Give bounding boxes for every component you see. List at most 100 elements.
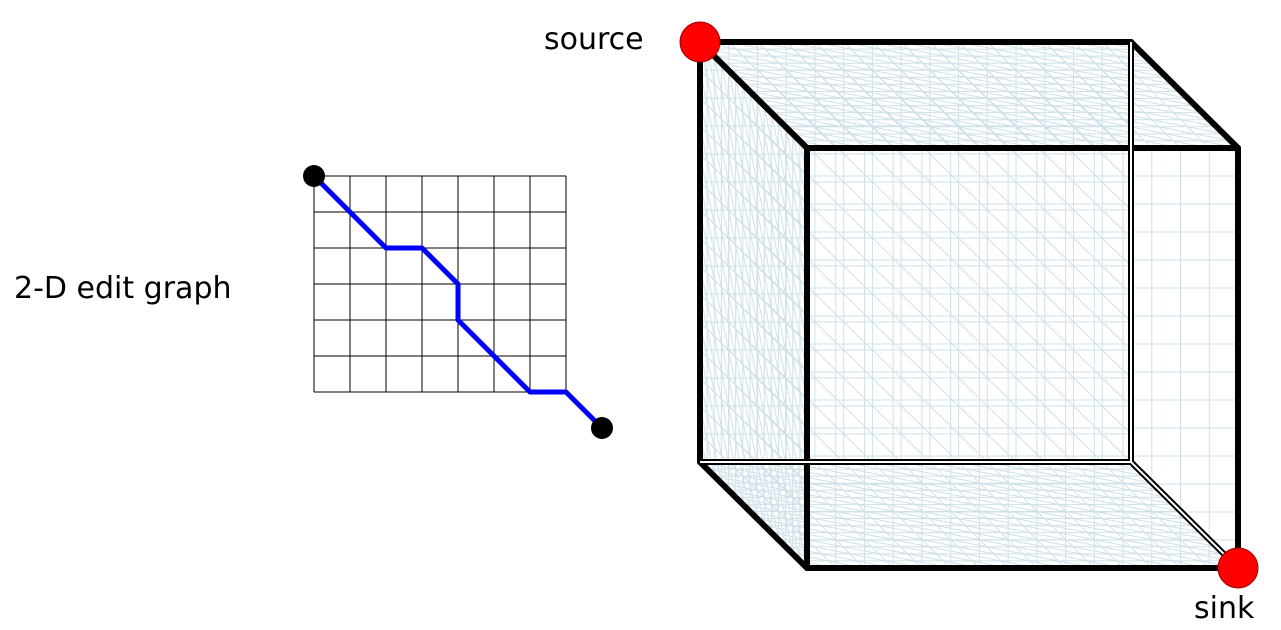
- start-node: [303, 165, 325, 187]
- cube-edge-inner: [1130, 461, 1239, 569]
- mesh-line: [900, 461, 1009, 569]
- mesh-diagonal: [929, 461, 1182, 512]
- sink-node: [1217, 547, 1259, 589]
- mesh-line: [814, 461, 923, 569]
- cube-edge: [697, 459, 810, 571]
- mesh-diagonal: [706, 48, 808, 541]
- mesh-diagonal: [699, 153, 779, 540]
- mesh-diagonal: [742, 83, 1066, 149]
- mesh-diagonal: [814, 41, 1132, 351]
- mesh-line: [1101, 461, 1210, 569]
- mesh-diagonal: [777, 119, 808, 261]
- mesh-diagonal: [707, 48, 1210, 149]
- mesh-line: [843, 461, 952, 569]
- mesh-diagonal: [843, 461, 1203, 534]
- mesh-line: [900, 41, 1009, 149]
- mesh-diagonal: [958, 461, 1174, 505]
- mesh-diagonal: [987, 41, 1167, 78]
- mesh-line: [1073, 41, 1181, 149]
- cube-edge: [697, 39, 810, 151]
- mesh-diagonal: [785, 41, 1132, 379]
- mesh-diagonal: [728, 70, 808, 457]
- mesh-diagonal: [699, 153, 1017, 463]
- mesh-diagonal: [872, 461, 1196, 527]
- mesh-diagonal: [699, 41, 808, 569]
- mesh-diagonal: [735, 76, 1095, 149]
- mesh-diagonal: [770, 112, 808, 289]
- mesh-diagonal: [901, 41, 1189, 100]
- edit-graph-2d-grid: [313, 175, 567, 393]
- mesh-line: [699, 293, 808, 401]
- mesh-diagonal: [699, 181, 772, 533]
- mesh-diagonal: [757, 41, 1132, 407]
- mesh-diagonal: [763, 105, 808, 317]
- mesh-line: [929, 41, 1038, 149]
- cube-edges: [697, 39, 1241, 571]
- mesh-diagonal: [778, 119, 923, 149]
- mesh-diagonal: [699, 69, 1103, 463]
- source-node: [679, 21, 721, 63]
- mesh-diagonal: [786, 461, 1217, 548]
- mesh-diagonal: [958, 41, 1174, 85]
- mesh-diagonal: [720, 63, 808, 485]
- mesh-diagonal: [699, 321, 737, 498]
- mesh-diagonal: [699, 265, 751, 512]
- alignment-path: [311, 173, 605, 431]
- mesh-diagonal: [699, 461, 1239, 569]
- mesh-line: [1101, 41, 1210, 149]
- mesh-line: [872, 461, 980, 569]
- mesh-diagonal: [728, 41, 1132, 435]
- end-node: [591, 417, 613, 439]
- mesh-diagonal: [699, 97, 794, 554]
- mesh-diagonal: [735, 77, 808, 429]
- mesh-line: [1015, 41, 1124, 149]
- mesh-diagonal: [749, 91, 808, 373]
- mesh-diagonal: [814, 41, 1210, 121]
- mesh-diagonal: [707, 468, 1210, 569]
- mesh-line: [757, 461, 865, 569]
- mesh-diagonal: [699, 237, 758, 519]
- mesh-diagonal: [714, 55, 1181, 149]
- mesh-line: [699, 265, 808, 373]
- mesh-diagonal: [764, 105, 980, 149]
- mesh-diagonal: [699, 181, 988, 463]
- mesh-diagonal: [728, 69, 1124, 149]
- mesh-diagonal: [771, 112, 951, 149]
- mesh-diagonal: [1015, 461, 1160, 491]
- mesh-line: [843, 41, 952, 149]
- mesh-diagonal: [699, 377, 722, 484]
- mesh-line: [986, 461, 1095, 569]
- mesh-line: [728, 41, 837, 149]
- mesh-line: [699, 181, 808, 289]
- mesh-diagonal: [843, 41, 1203, 114]
- mesh-line: [699, 153, 808, 261]
- mesh-diagonal: [901, 461, 1189, 520]
- mesh-diagonal: [786, 41, 1217, 128]
- mesh-line: [699, 433, 808, 541]
- mesh-line: [1044, 461, 1153, 569]
- mesh-diagonal: [756, 98, 808, 345]
- mesh-diagonal: [987, 461, 1167, 498]
- mesh-line: [757, 41, 865, 149]
- cube-edge: [1128, 39, 1241, 151]
- mesh-diagonal: [785, 126, 808, 233]
- mesh-diagonal: [699, 293, 744, 505]
- mesh-diagonal: [1044, 461, 1153, 484]
- mesh-diagonal: [742, 84, 808, 401]
- mesh-diagonal: [1044, 41, 1153, 64]
- mesh-line: [1073, 461, 1181, 569]
- mesh-line: [699, 125, 808, 233]
- mesh-diagonal: [929, 41, 1182, 92]
- mesh-line: [1015, 461, 1124, 569]
- mesh-diagonal: [757, 41, 1224, 135]
- mesh-line: [958, 41, 1066, 149]
- mesh-diagonal: [699, 69, 801, 562]
- mesh-diagonal: [728, 41, 1231, 142]
- mesh-diagonal: [756, 98, 1009, 149]
- sink-label: sink: [1194, 591, 1255, 626]
- mesh-line: [699, 97, 808, 205]
- mesh-diagonal: [872, 41, 1196, 107]
- mesh-diagonal: [814, 461, 1210, 541]
- mesh-line: [699, 321, 808, 429]
